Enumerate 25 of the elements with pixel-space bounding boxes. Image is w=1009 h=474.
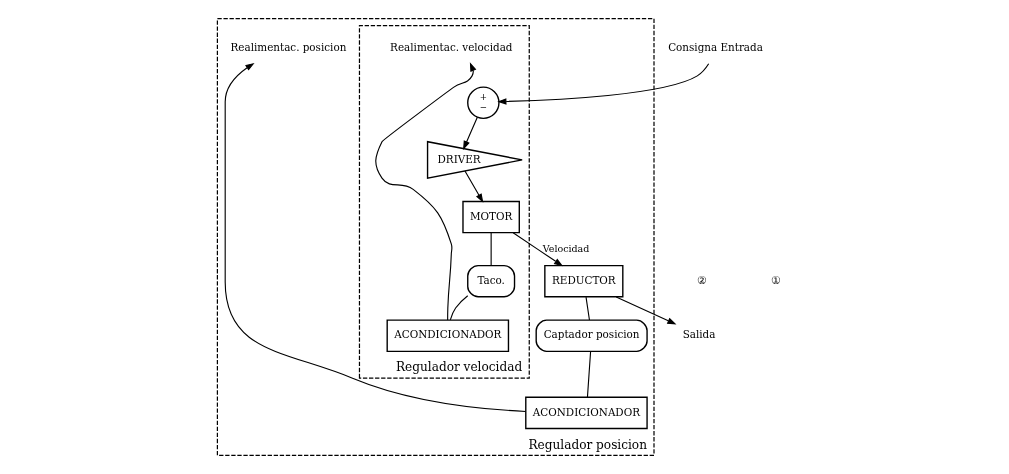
node-box: REDUCTOR (543, 264, 623, 298)
node-circle: + − (466, 86, 500, 119)
node-box: Captador posicion (535, 319, 648, 353)
node-box: MOTOR (461, 200, 520, 234)
connector (449, 295, 468, 321)
node-box: ACONDICIONADOR (524, 396, 648, 430)
edge-label: Velocidad (542, 242, 589, 254)
arrow (374, 62, 476, 321)
arrow (512, 232, 563, 267)
arrow (462, 116, 478, 150)
node-text: Realimentac. velocidad (389, 40, 512, 53)
arrow (463, 170, 483, 203)
connector (586, 350, 591, 398)
node-text: Realimentac. posicion (230, 40, 346, 53)
node-box: Taco. (466, 264, 515, 298)
connector (584, 296, 590, 321)
arrow (224, 62, 526, 412)
label: ② (696, 274, 707, 288)
arrow (615, 296, 676, 325)
node-box: ACONDICIONADOR (386, 319, 509, 353)
label: ① (770, 274, 781, 288)
node-text: Consigna Entrada (667, 40, 763, 53)
node-text: Salida (682, 328, 715, 341)
connector (490, 232, 492, 266)
arrow (496, 63, 709, 105)
